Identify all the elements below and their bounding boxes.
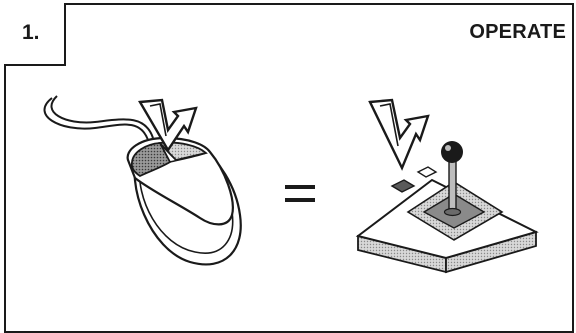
- cursor-arrow-icon: [370, 100, 428, 168]
- mouse-icon: [44, 96, 240, 264]
- equals-icon: [285, 185, 315, 202]
- joystick-icon: [358, 141, 536, 272]
- illustration: [0, 0, 576, 324]
